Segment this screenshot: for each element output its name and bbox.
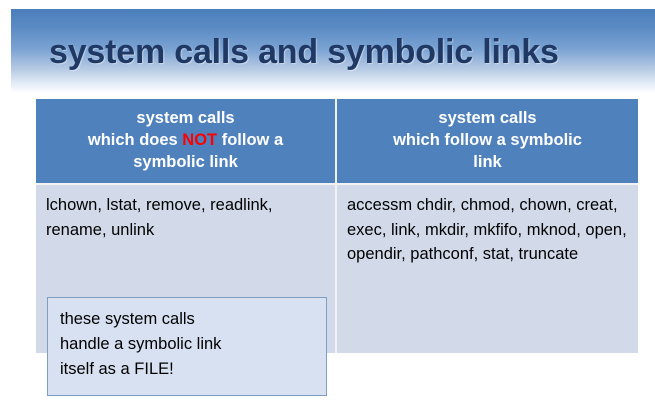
page-title: system calls and symbolic links: [49, 33, 559, 71]
header-emphasis-not: NOT: [182, 130, 218, 149]
header-line-2-pre: which does: [87, 130, 183, 149]
callout-line-3: itself as a FILE!: [60, 360, 174, 379]
table-cell-follow-list: accessm chdir, chmod, chown, creat, exec…: [336, 184, 638, 354]
header-line-2: which follow a symbolic: [393, 130, 582, 149]
header-line-2: which does NOT follow a: [46, 130, 325, 152]
header-line-1: system calls: [438, 109, 537, 127]
callout-line-2: handle a symbolic link: [60, 335, 222, 354]
table-header-no-follow: system calls which does NOT follow a sym…: [36, 99, 337, 186]
header-line-1: system calls: [136, 109, 235, 127]
header-line-2-post: follow a: [217, 130, 284, 149]
callout-box: these system calls handle a symbolic lin…: [47, 297, 327, 396]
callout-line-1: these system calls: [60, 310, 195, 328]
title-banner: system calls and symbolic links: [11, 9, 655, 93]
table-header-follow: system calls which follow a symbolic lin…: [336, 99, 638, 186]
table-header-row: system calls which does NOT follow a sym…: [36, 99, 638, 186]
header-line-3: symbolic link: [133, 152, 238, 171]
header-line-3: link: [473, 152, 502, 171]
